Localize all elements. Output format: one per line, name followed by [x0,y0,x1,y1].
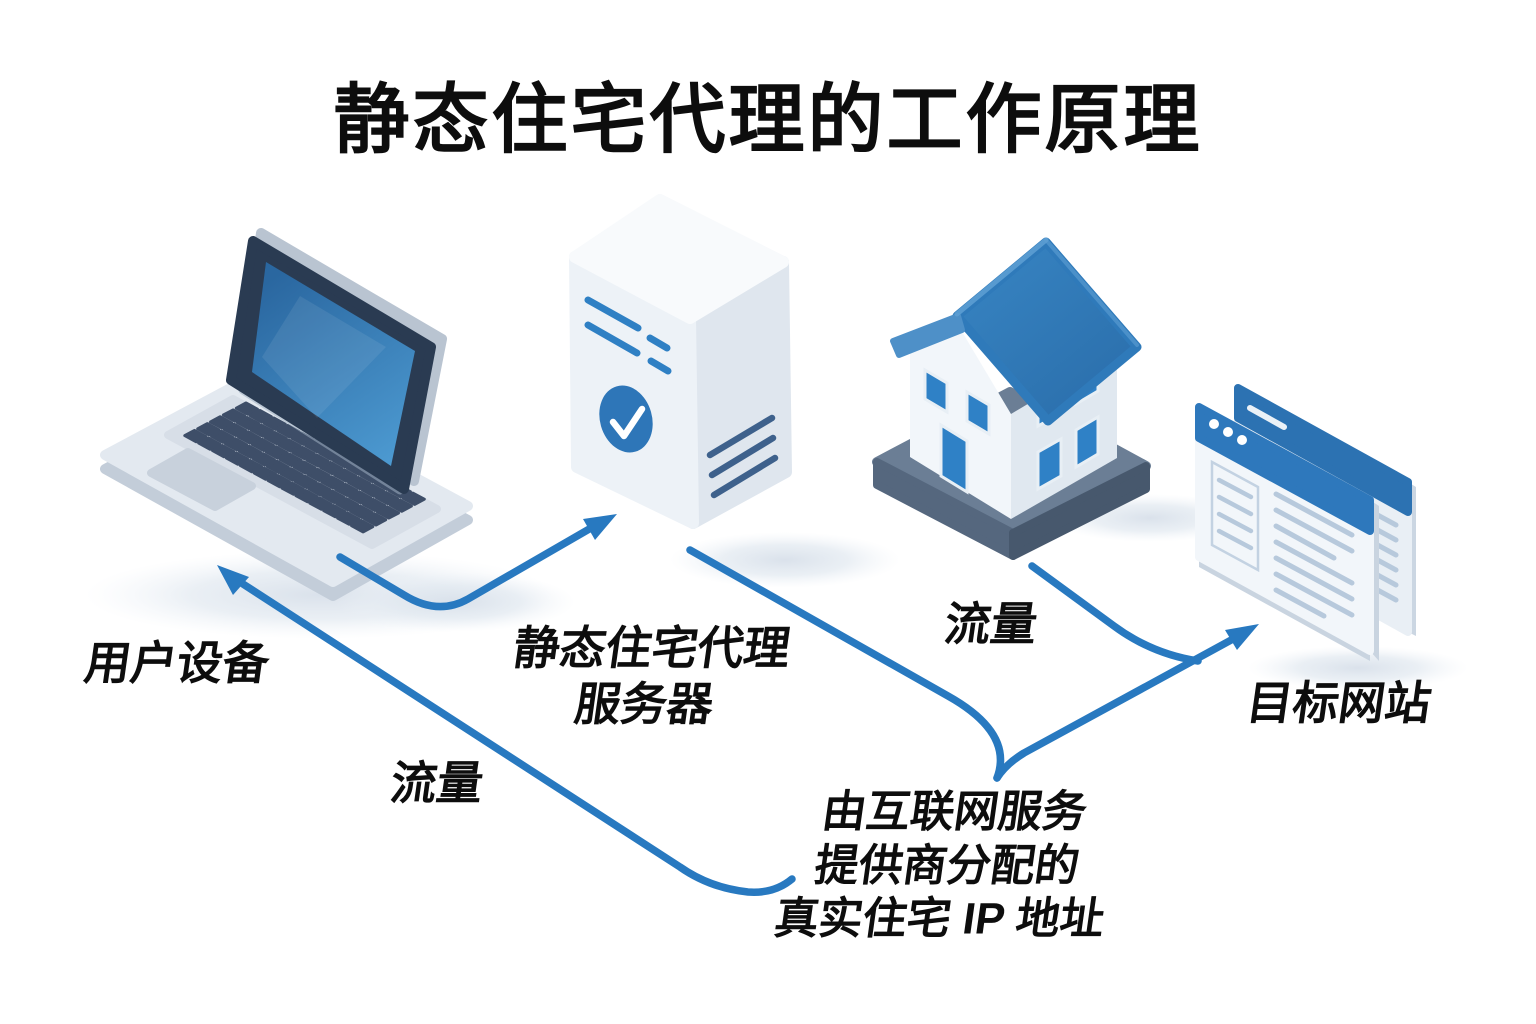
traffic-label-left: 流量 [387,756,487,809]
user-device-label: 用户设备 [81,636,273,689]
arrow-device-to-server [336,524,595,611]
isp-note-line1: 由互联网服务 [819,787,1091,837]
isp-note-line3: 真实住宅 IP 地址 [771,894,1108,944]
arrowhead-to-website [1225,624,1259,650]
server-detail-lines [584,296,672,375]
traffic-label-right: 流量 [941,597,1041,650]
browser-sidebar [1210,459,1260,573]
proxy-server-label-line2: 服务器 [571,678,717,730]
house-icon [872,237,1151,560]
proxy-server-label: 静态住宅代理 服务器 [502,620,794,732]
laptop-icon [100,228,473,601]
laptop-screen [252,262,415,466]
check-badge-icon [599,385,653,453]
server-vents [706,414,779,499]
page-title: 静态住宅代理的工作原理 [333,78,1203,163]
window-control-dots [1209,419,1247,445]
line-server-to-note [686,546,1005,782]
laptop-trackpad [147,448,256,511]
line-house-merge [1028,562,1202,665]
arrowhead-to-device [217,565,249,595]
target-site-label: 目标网站 [1243,676,1435,729]
laptop-keyboard [183,401,426,534]
server-icon [569,194,792,529]
arrow-to-website [993,635,1237,782]
isp-note: 由互联网服务 提供商分配的 真实住宅 IP 地址 [771,785,1123,946]
browser-windows-icon [1195,384,1416,661]
traffic-arrows [217,514,1259,896]
arrowhead-to-server [583,514,617,540]
proxy-server-label-line1: 静态住宅代理 [510,621,794,674]
browser-text-lines [1273,491,1355,619]
arrow-return-to-device [239,580,796,896]
house-door [939,422,969,495]
back-window-titlebar [1234,384,1412,516]
isp-note-line2: 提供商分配的 [811,841,1083,891]
